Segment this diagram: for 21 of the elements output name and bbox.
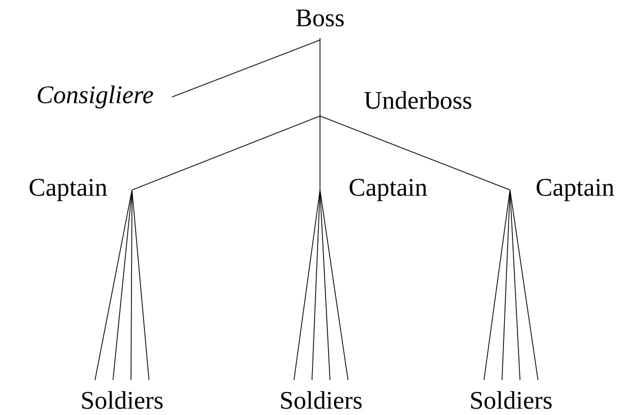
rank-label: Consigliere (38, 86, 154, 108)
connector-line (94, 190, 132, 380)
connector-line (132, 190, 150, 380)
rank-label: Boss (296, 10, 344, 26)
rank-label: Captain (536, 178, 614, 202)
rank-label: Underboss (364, 91, 472, 109)
connector-line (130, 190, 132, 380)
rank-label: Soldiers (281, 391, 362, 409)
connector-line (320, 190, 330, 380)
rank-label: Soldiers (82, 391, 163, 409)
connector-line (294, 190, 320, 380)
rank-label: Captain (30, 178, 108, 202)
connector-line (172, 40, 320, 98)
rank-label: Captain (350, 178, 428, 202)
connector-line (484, 190, 510, 380)
connector-line (510, 190, 520, 380)
connector-line (510, 190, 538, 380)
connector-line (320, 190, 348, 380)
connector-line (132, 116, 320, 190)
rank-label: Soldiers (471, 391, 552, 409)
connector-line (320, 116, 510, 190)
